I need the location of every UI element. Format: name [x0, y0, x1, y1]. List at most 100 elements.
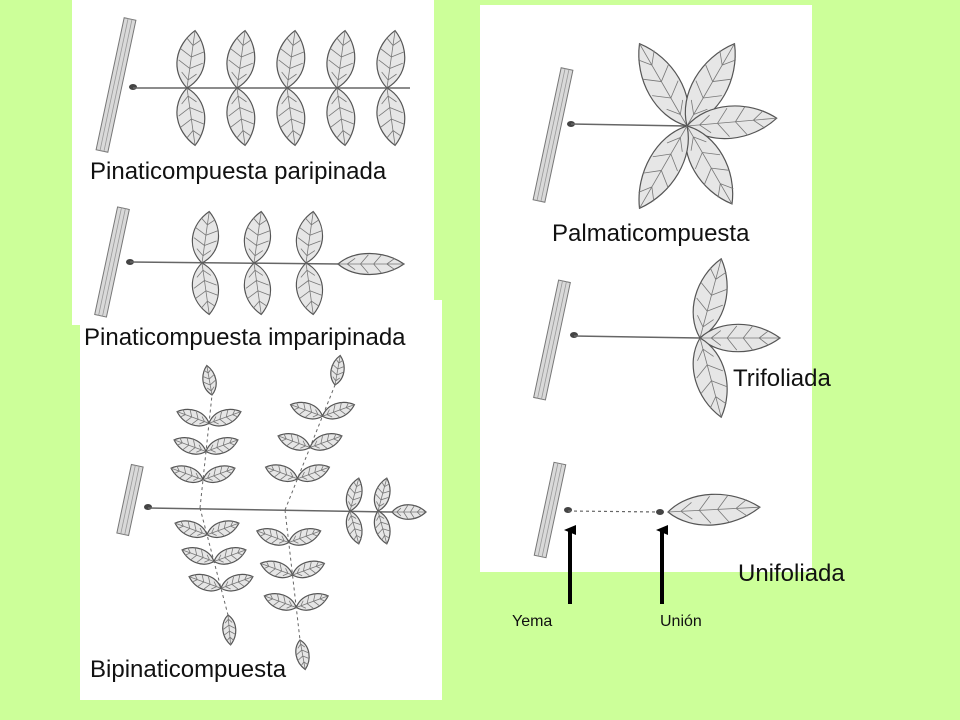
- label-unifoliada: Unifoliada: [738, 560, 845, 587]
- branch-line: [537, 463, 559, 557]
- leaflet: [295, 639, 310, 671]
- leaflet-veins: [278, 87, 305, 146]
- leaflet-veins: [375, 478, 391, 512]
- leaflet: [295, 593, 330, 611]
- leaflet: [321, 401, 356, 420]
- leaflet: [226, 29, 256, 89]
- leaflet-veins: [220, 574, 254, 590]
- leaflet: [222, 614, 237, 646]
- leaflet: [206, 520, 240, 538]
- leaflet-veins: [297, 262, 323, 315]
- leaflet-veins: [292, 561, 325, 577]
- leaflet: [188, 573, 222, 592]
- leaflet-veins: [667, 495, 760, 524]
- leaflet-veins: [206, 520, 240, 536]
- leaflet: [176, 408, 210, 427]
- rachis-bipinada: [147, 507, 393, 513]
- leaflet: [692, 257, 728, 339]
- branch-trifoliada: [533, 279, 571, 401]
- branch-bark: [532, 67, 574, 203]
- leaflet: [202, 364, 217, 396]
- leaflet: [699, 323, 782, 353]
- leaflet-veins: [188, 574, 222, 590]
- label-palmati: Palmaticompuesta: [552, 220, 750, 247]
- leaflet-blade: [692, 257, 728, 339]
- label-yema: Yema: [512, 613, 553, 630]
- petiole-unifoliada: [567, 510, 661, 513]
- leaflet-veins: [245, 211, 271, 264]
- leaflet: [296, 464, 331, 482]
- leaflet-veins: [331, 355, 345, 386]
- bud-dot: [570, 332, 578, 338]
- leaflet-veins: [297, 464, 330, 480]
- label-imparipinada: Pinaticompuesta imparipinada: [84, 324, 406, 351]
- leaflet: [202, 465, 236, 483]
- leaflet-veins: [338, 254, 404, 274]
- branch-line: [102, 208, 126, 317]
- leaflet: [191, 210, 220, 264]
- leaflet: [391, 504, 427, 520]
- leaflet-veins: [392, 505, 426, 519]
- branch-unifoliada: [533, 461, 567, 559]
- leaflet: [326, 29, 356, 89]
- leaflet-veins: [245, 262, 271, 315]
- leaflet-veins: [178, 87, 205, 146]
- leaflet-veins: [686, 43, 737, 127]
- leaflet-veins: [205, 437, 239, 453]
- leaflet-veins: [202, 365, 216, 396]
- leaflet: [309, 433, 343, 451]
- leaflet-veins: [264, 593, 297, 609]
- leaflet: [376, 29, 406, 89]
- branch-bark: [116, 463, 144, 537]
- leaflet: [345, 510, 363, 545]
- leaflet: [376, 87, 406, 147]
- leaflet: [345, 477, 363, 512]
- leaflet-veins: [223, 614, 236, 645]
- leaflet: [337, 253, 406, 275]
- leaflet: [213, 547, 247, 565]
- branch-line: [537, 280, 563, 399]
- leaflet: [692, 337, 728, 419]
- branch-line: [120, 465, 136, 534]
- leaflet-veins: [686, 125, 734, 205]
- leaflet: [205, 437, 239, 455]
- leaflet: [326, 87, 356, 147]
- leaflet: [330, 354, 345, 386]
- leaflet-veins: [228, 87, 255, 146]
- leaflet-veins: [297, 211, 323, 264]
- leaflet: [220, 573, 254, 592]
- leaflet: [264, 464, 299, 482]
- leaflet-veins: [213, 547, 247, 563]
- leaflet-veins: [637, 43, 688, 127]
- leaflet-blade: [692, 337, 728, 419]
- leaflet: [289, 401, 324, 420]
- leaflet-veins: [174, 520, 208, 536]
- leaflet: [373, 477, 391, 512]
- leaflet: [243, 262, 272, 316]
- panel-right: [480, 5, 812, 572]
- leaflet: [637, 42, 690, 127]
- leaflet: [243, 210, 272, 264]
- leaflet: [276, 87, 306, 147]
- leaflet-veins: [347, 510, 363, 544]
- leaflet-veins: [696, 337, 728, 418]
- branch-bark: [533, 461, 567, 559]
- branch-line: [124, 466, 140, 535]
- leaflet: [191, 262, 220, 316]
- leaflet-veins: [638, 125, 688, 209]
- leaflet: [638, 125, 689, 210]
- leaflet-veins: [296, 593, 329, 609]
- leaflet-veins: [260, 561, 293, 577]
- leaflet-veins: [686, 106, 777, 137]
- leaflet-veins: [193, 262, 219, 315]
- leaflet: [176, 87, 206, 147]
- leaflet: [277, 433, 311, 451]
- leaflet-veins: [193, 211, 219, 264]
- leaflet-veins: [277, 433, 311, 449]
- leaflet: [173, 437, 207, 455]
- leaflet: [667, 493, 761, 526]
- leaflet-veins: [202, 465, 236, 481]
- leaflet: [174, 520, 208, 538]
